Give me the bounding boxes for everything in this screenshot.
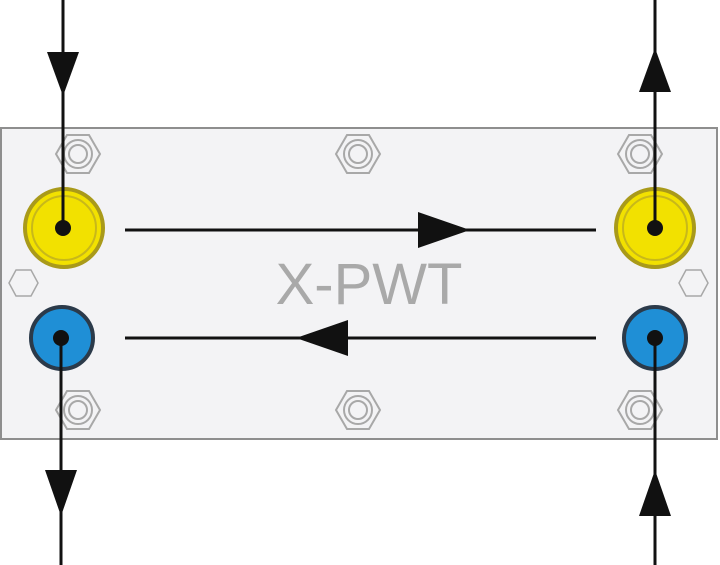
plate-title: X-PWT [276,252,463,317]
outlet-up-arrowhead-icon [639,48,671,92]
inlet-up-arrowhead-icon [639,470,671,516]
exchanger-plate [0,127,718,440]
lower-flow-arrowhead-icon [296,320,348,356]
outlet-down-arrowhead-icon [45,470,77,516]
hexagon-icon [678,269,709,297]
inlet-down-arrowhead-icon [47,52,79,96]
hex-bolt-icon [334,134,382,174]
port-center-dot [647,220,663,236]
port-center-dot [647,330,663,346]
hex-bolt-icon [54,390,102,430]
hex-bolt-icon [334,390,382,430]
port-center-dot [55,220,71,236]
upper-flow-arrowhead-icon [418,212,470,248]
hexagon-icon [8,269,39,297]
port-center-dot [53,330,69,346]
